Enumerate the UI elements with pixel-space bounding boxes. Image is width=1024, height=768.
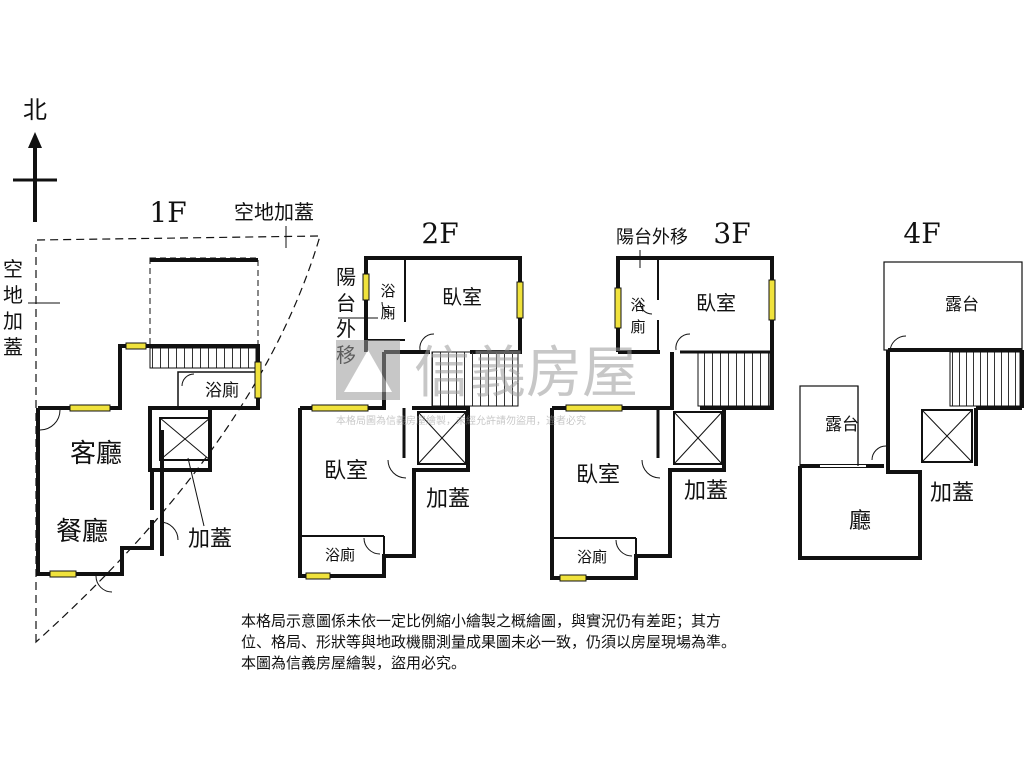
room-bedroom-top-3f: 臥室 <box>696 291 736 315</box>
room-bath-3f: 浴廁 <box>577 548 607 566</box>
extension-4f: 加蓋 <box>930 481 974 506</box>
svg-text:浴: 浴 <box>380 282 395 300</box>
svg-text:外: 外 <box>336 317 356 341</box>
north-label: 北 <box>23 96 47 124</box>
floor-4f: 4F 露台 露台 廳 加蓋 <box>798 217 1024 560</box>
watermark-notice: 本格局圖為信義房屋繪製，未經允許請勿盜用，違者必究 <box>336 414 586 427</box>
room-bedroom-3f: 臥室 <box>576 463 620 488</box>
room-hall-4f: 廳 <box>849 509 871 534</box>
floor-1f: 1F 空地加蓋 空 地 加 蓋 <box>3 196 321 644</box>
brand-watermark: 信義房屋 本格局圖為信義房屋繪製，未經允許請勿盜用，違者必究 <box>336 340 638 427</box>
svg-text:加: 加 <box>3 309 23 333</box>
terrace-top-4f: 露台 <box>945 295 979 315</box>
room-dining: 餐廳 <box>56 517 108 547</box>
svg-text:空: 空 <box>3 257 23 281</box>
disclaimer-line: 本圖為信義房屋繪製，盜用必究。 <box>241 654 467 672</box>
disclaimer-line: 本格局示意圖係未依一定比例縮小繪製之概繪圖，與實況仍有差距；其方 <box>241 612 722 630</box>
floor-2f: 2F 陽 台 外 移 臥室 浴 <box>298 217 524 580</box>
disclaimer-line: 位、格局、形狀等與地政機關測量成果圖未必一致，仍須以房屋現場為準。 <box>241 633 737 651</box>
floor-1f-title: 1F <box>149 196 186 229</box>
room-bedroom-top-2f: 臥室 <box>442 285 482 309</box>
north-compass-icon <box>13 132 57 222</box>
svg-text:蓋: 蓋 <box>3 335 23 359</box>
extension-2f: 加蓋 <box>426 487 470 512</box>
balcony-moved-3f: 陽台外移 <box>616 227 688 248</box>
svg-text:廁: 廁 <box>630 318 645 336</box>
svg-text:台: 台 <box>336 291 356 315</box>
room-bath-1f: 浴廁 <box>205 380 239 401</box>
room-bath-top-3f: 浴 廁 <box>630 296 645 336</box>
svg-text:廁: 廁 <box>380 304 395 322</box>
floor-3f-title: 3F <box>713 217 750 250</box>
watermark-brand: 信義房屋 <box>414 341 638 406</box>
room-bath-top-2f: 浴 廁 <box>380 282 395 322</box>
extension-3f: 加蓋 <box>684 479 728 504</box>
side-annex-label: 空 地 加 蓋 <box>3 257 23 359</box>
svg-text:陽: 陽 <box>336 265 356 289</box>
room-bath-2f: 浴廁 <box>325 546 355 564</box>
floor-2f-title: 2F <box>421 217 458 250</box>
terrace-left-4f: 露台 <box>825 415 859 435</box>
annex-label: 空地加蓋 <box>234 200 314 224</box>
svg-text:浴: 浴 <box>630 296 645 314</box>
room-bedroom-2f: 臥室 <box>324 459 368 484</box>
room-living: 客廳 <box>70 439 122 469</box>
floor-4f-title: 4F <box>903 217 940 250</box>
svg-text:地: 地 <box>3 283 23 307</box>
extension-1f: 加蓋 <box>188 527 232 552</box>
floor-3f: 3F 陽台外移 臥室 浴 廁 臥室 浴廁 <box>550 217 776 582</box>
brand-logo-icon <box>336 340 400 400</box>
disclaimer-note: 本格局示意圖係未依一定比例縮小繪製之概繪圖，與實況仍有差距；其方 位、格局、形狀… <box>241 611 881 674</box>
